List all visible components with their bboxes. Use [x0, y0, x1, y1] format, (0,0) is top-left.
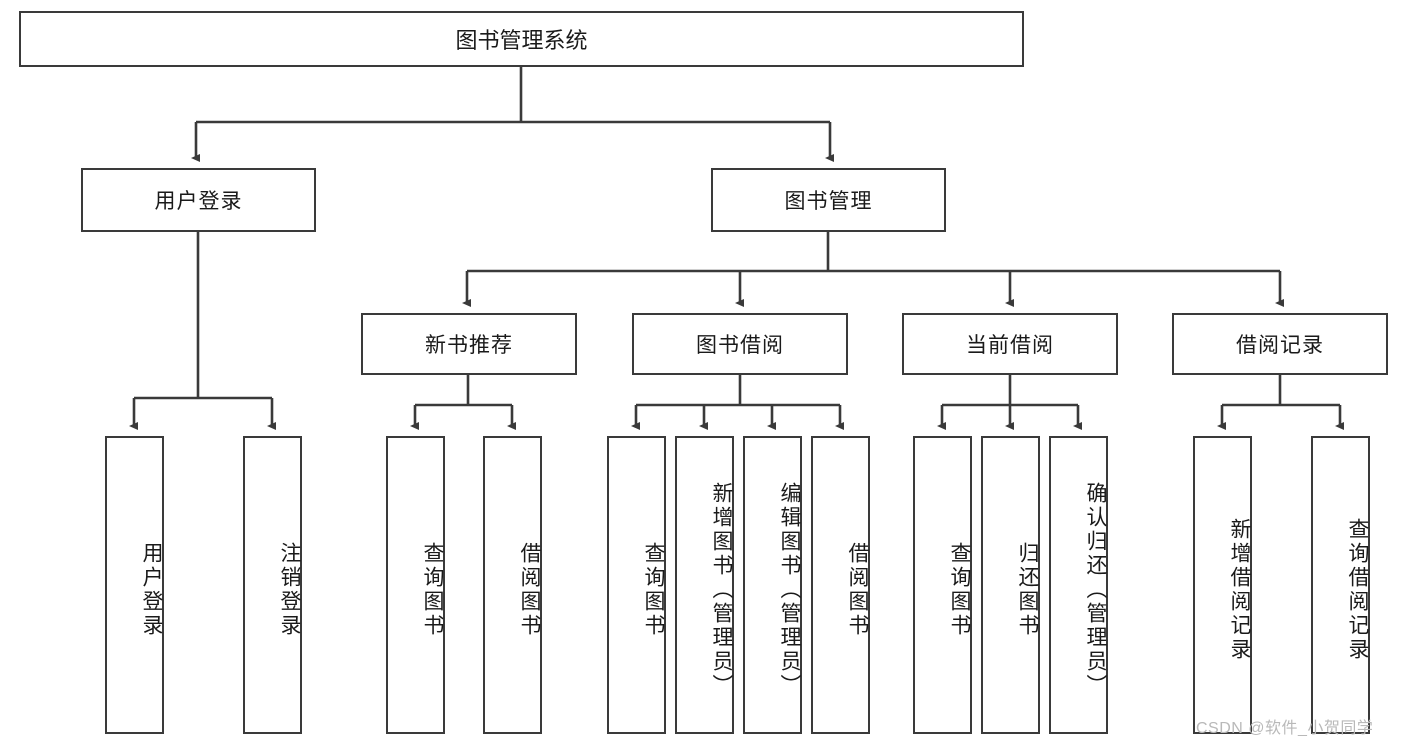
leaf-add-borrow-record[interactable]: 新增借阅记录	[1193, 436, 1252, 734]
node-root-label: 图书管理系统	[455, 28, 588, 53]
leaf-return-book[interactable]: 归还图书	[981, 436, 1040, 734]
leaf-confirm-return-admin[interactable]: 确认归还（管理员）	[1049, 436, 1108, 734]
leaf-borrow-book-label: 借阅图书	[846, 542, 869, 638]
leaf-add-borrow-record-label: 新增借阅记录	[1228, 518, 1251, 662]
leaf-return-book-label: 归还图书	[1016, 542, 1039, 638]
node-book-borrow[interactable]: 图书借阅	[632, 313, 848, 375]
node-borrow-record[interactable]: 借阅记录	[1172, 313, 1388, 375]
node-borrow-record-label: 借阅记录	[1236, 334, 1324, 357]
leaf-query-book-current[interactable]: 查询图书	[913, 436, 972, 734]
node-current-borrow-label: 当前借阅	[966, 334, 1054, 357]
node-root[interactable]: 图书管理系统	[19, 11, 1024, 67]
leaf-query-book-recommend-label: 查询图书	[421, 542, 444, 638]
leaf-edit-book-admin[interactable]: 编辑图书（管理员）	[743, 436, 802, 734]
node-new-book-recommend[interactable]: 新书推荐	[361, 313, 577, 375]
leaf-add-book-admin-label: 新增图书（管理员）	[710, 482, 733, 698]
leaf-query-borrow-record-label: 查询借阅记录	[1346, 518, 1369, 662]
node-current-borrow[interactable]: 当前借阅	[902, 313, 1118, 375]
leaf-add-book-admin[interactable]: 新增图书（管理员）	[675, 436, 734, 734]
watermark-text: CSDN @软件_小贺同学	[1196, 720, 1374, 737]
node-user-login[interactable]: 用户登录	[81, 168, 316, 232]
leaf-borrow-book-recommend-label: 借阅图书	[518, 542, 541, 638]
leaf-query-book-current-label: 查询图书	[948, 542, 971, 638]
leaf-logout-label: 注销登录	[278, 542, 301, 638]
leaf-user-login-label: 用户登录	[140, 542, 163, 638]
leaf-query-book-borrow[interactable]: 查询图书	[607, 436, 666, 734]
node-book-borrow-label: 图书借阅	[696, 334, 784, 357]
node-book-management-label: 图书管理	[784, 190, 873, 213]
leaf-borrow-book[interactable]: 借阅图书	[811, 436, 870, 734]
node-new-book-recommend-label: 新书推荐	[425, 334, 513, 357]
node-user-login-label: 用户登录	[154, 190, 243, 213]
leaf-confirm-return-admin-label: 确认归还（管理员）	[1084, 482, 1107, 698]
leaf-borrow-book-recommend[interactable]: 借阅图书	[483, 436, 542, 734]
leaf-edit-book-admin-label: 编辑图书（管理员）	[778, 482, 801, 698]
leaf-query-book-recommend[interactable]: 查询图书	[386, 436, 445, 734]
leaf-query-book-borrow-label: 查询图书	[642, 542, 665, 638]
node-book-management[interactable]: 图书管理	[711, 168, 946, 232]
leaf-user-login[interactable]: 用户登录	[105, 436, 164, 734]
leaf-query-borrow-record[interactable]: 查询借阅记录	[1311, 436, 1370, 734]
leaf-logout[interactable]: 注销登录	[243, 436, 302, 734]
